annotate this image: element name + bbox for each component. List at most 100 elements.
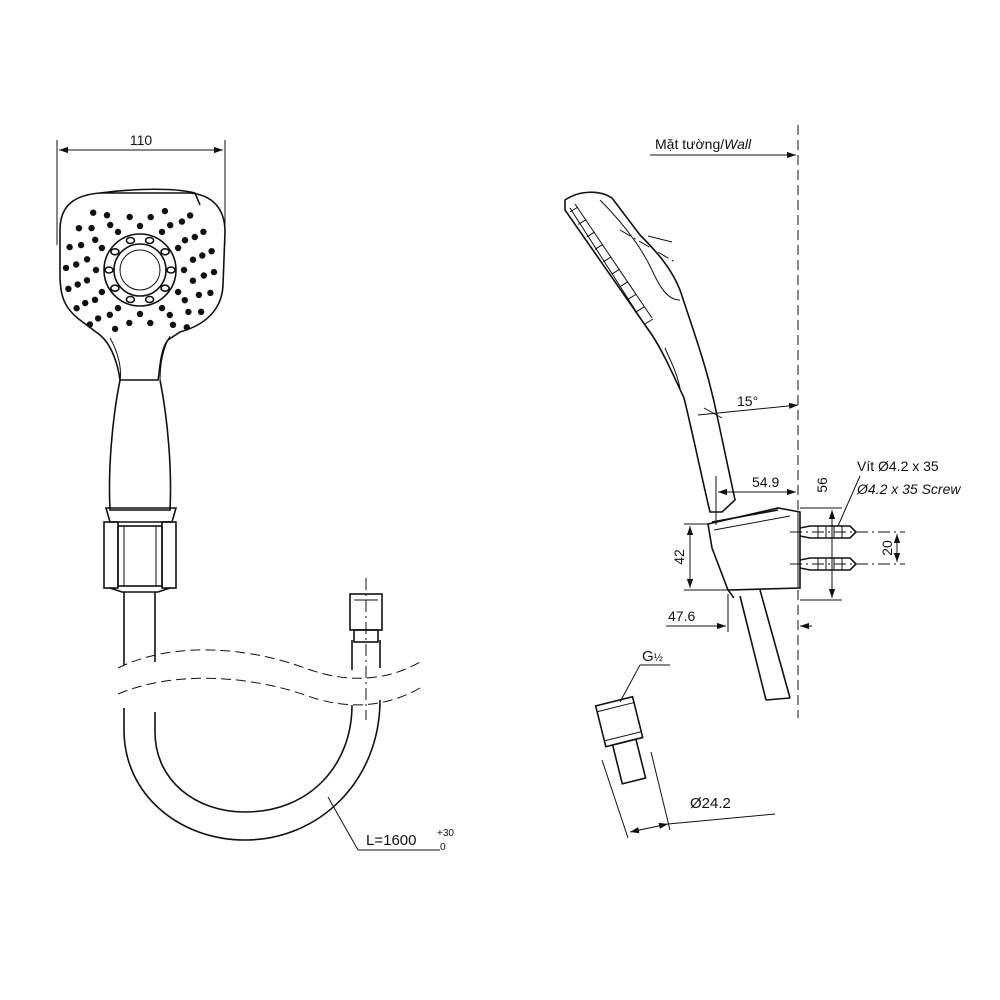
- spray-nozzle: [114, 228, 122, 236]
- connector-diameter-label: Ø24.2: [690, 795, 731, 812]
- spray-nozzle: [136, 222, 144, 230]
- width-dim-label: 110: [130, 132, 153, 148]
- connector-detail: Ø24.2 G½: [594, 648, 776, 839]
- ring-nozzle: [166, 266, 176, 274]
- screw-callout: Vít Ø4.2 x 35 Ø4.2 x 35 Screw: [837, 458, 961, 527]
- dim-56-label: 56: [814, 477, 830, 493]
- hose-tol-lower: 0: [440, 842, 446, 853]
- spray-nozzle: [210, 268, 218, 276]
- spray-nozzle: [83, 256, 91, 263]
- spray-nozzle: [189, 256, 197, 263]
- spray-nozzle: [178, 218, 186, 225]
- spray-nozzle: [169, 321, 177, 328]
- spray-nozzle: [195, 291, 203, 299]
- center-spray-ring: [103, 233, 177, 307]
- ring-nozzle: [144, 295, 155, 304]
- spray-nozzle: [207, 289, 214, 297]
- side-nozzle: [644, 318, 654, 325]
- dim-56: 56: [800, 477, 842, 601]
- spray-nozzle: [174, 244, 182, 252]
- spray-nozzle: [174, 288, 182, 296]
- hose-length-callout: L=1600 +30 0: [327, 796, 454, 853]
- ring-nozzle: [104, 266, 114, 274]
- spray-nozzle: [147, 213, 154, 221]
- spray-nozzle: [98, 244, 106, 252]
- hose: [117, 578, 421, 841]
- angle-dimension: 15°: [697, 393, 799, 419]
- front-view: 110: [56, 132, 454, 853]
- side-nozzle: [636, 306, 645, 313]
- spray-nozzles: [62, 207, 218, 333]
- spray-nozzle: [185, 308, 192, 316]
- ring-nozzle: [160, 284, 170, 293]
- ring-nozzle: [144, 236, 155, 245]
- ring-nozzle: [160, 248, 170, 256]
- spray-nozzle: [103, 212, 111, 219]
- spray-nozzle: [82, 299, 89, 307]
- angle-label: 15°: [737, 393, 758, 409]
- spray-nozzle: [200, 228, 207, 235]
- spray-nozzle: [189, 277, 197, 284]
- side-nozzle: [586, 231, 595, 238]
- spray-nozzle: [147, 319, 154, 327]
- spray-nozzle: [66, 243, 73, 251]
- spray-nozzle: [197, 308, 205, 315]
- ring-nozzle: [125, 295, 136, 304]
- ring-nozzle: [125, 236, 136, 245]
- spray-nozzle: [75, 225, 83, 232]
- spray-nozzle: [126, 319, 133, 327]
- spray-nozzle: [126, 213, 133, 221]
- dim-54-9-label: 54.9: [752, 474, 779, 490]
- spray-nozzle: [88, 224, 95, 232]
- hose-side: [739, 589, 791, 701]
- spray-nozzle: [186, 212, 194, 219]
- spray-nozzle: [83, 277, 91, 284]
- side-nozzle: [594, 243, 604, 250]
- spray-nozzle: [114, 304, 122, 312]
- spray-nozzle: [161, 207, 169, 215]
- spray-nozzle: [183, 324, 190, 331]
- spray-nozzle: [90, 209, 97, 216]
- spray-nozzle: [158, 304, 166, 312]
- spray-nozzle: [167, 222, 174, 229]
- spray-nozzle: [106, 311, 114, 318]
- hose-length-label: L=1600: [366, 832, 416, 849]
- spray-nozzle: [92, 266, 100, 274]
- width-dimension: 110: [56, 132, 226, 245]
- screw-label-vi: Vít Ø4.2 x 35: [857, 458, 939, 474]
- dim-20-label: 20: [879, 540, 895, 556]
- side-nozzle: [578, 218, 587, 225]
- wall-holder-front: [103, 507, 178, 593]
- shower-head-side: [564, 191, 736, 513]
- side-view: Mặt tường/Wall 15°: [564, 125, 961, 718]
- spray-nozzle: [191, 233, 198, 241]
- spray-nozzle: [94, 315, 102, 322]
- spray-nozzle: [181, 237, 189, 244]
- spray-nozzle: [136, 310, 144, 318]
- dim-47-6: 47.6: [666, 594, 812, 632]
- spray-nozzle: [77, 241, 85, 249]
- side-nozzle: [611, 268, 620, 275]
- ring-nozzle: [110, 284, 120, 293]
- wall-label: Mặt tường/Wall: [655, 136, 752, 152]
- spray-nozzle: [98, 288, 106, 296]
- spray-nozzle: [158, 228, 166, 236]
- spray-nozzle: [73, 305, 80, 312]
- dim-54-9: 54.9: [715, 474, 796, 525]
- side-nozzle: [569, 206, 579, 213]
- shower-head-face: [59, 188, 226, 383]
- spray-nozzle: [74, 281, 81, 288]
- dim-47-6-label: 47.6: [668, 608, 695, 624]
- shower-handle: [108, 379, 172, 511]
- spray-nozzle: [73, 261, 80, 268]
- spray-nozzle: [200, 272, 207, 279]
- spray-nozzle: [199, 252, 206, 259]
- dim-42-label: 42: [671, 549, 687, 565]
- side-nozzle: [619, 281, 629, 288]
- spray-nozzle: [91, 296, 99, 303]
- spray-nozzle: [86, 321, 94, 328]
- side-nozzle: [603, 256, 612, 263]
- side-nozzle: [628, 293, 637, 300]
- spray-nozzle: [166, 311, 173, 319]
